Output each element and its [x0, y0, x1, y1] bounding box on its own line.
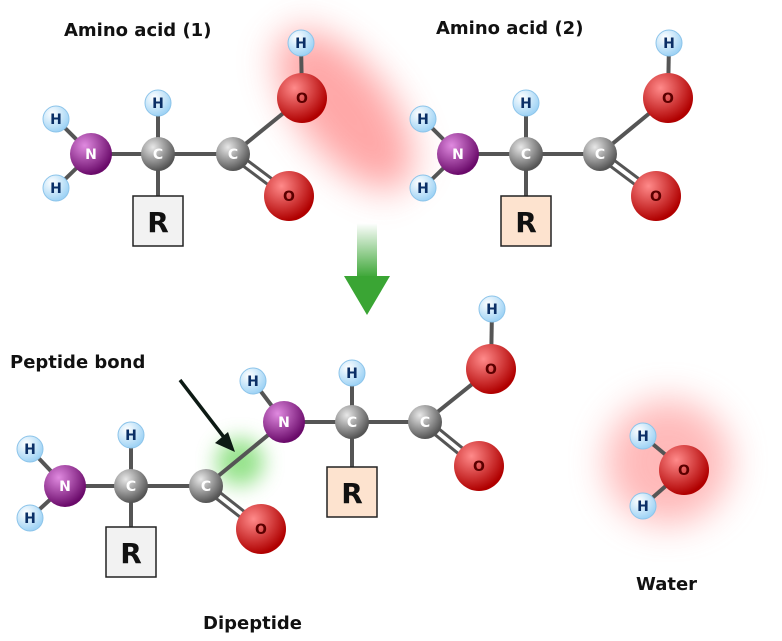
- oxygen-atom: O: [659, 445, 709, 495]
- hydrogen-symbol: H: [417, 181, 429, 197]
- nitrogen-symbol: N: [59, 479, 71, 495]
- oxygen-symbol: O: [662, 91, 674, 107]
- carbon-symbol: C: [420, 415, 430, 431]
- oxygen-atom: O: [277, 73, 327, 123]
- oxygen-atom: O: [264, 171, 314, 221]
- hydrogen-symbol: H: [152, 96, 164, 112]
- oxygen-symbol: O: [283, 189, 295, 205]
- water-label: Water: [636, 574, 698, 595]
- hydrogen-atom: H: [409, 174, 437, 202]
- oxygen-atom: O: [631, 171, 681, 221]
- hydrogen-atom: H: [629, 492, 657, 520]
- hydrogen-symbol: H: [637, 429, 649, 445]
- hydrogen-atom: H: [287, 29, 315, 57]
- nitrogen-atom: N: [437, 133, 479, 175]
- carbon-symbol: C: [521, 147, 531, 163]
- hydrogen-symbol: H: [50, 181, 62, 197]
- carbon-symbol: C: [347, 415, 357, 431]
- nitrogen-atom: N: [263, 401, 305, 443]
- oxygen-symbol: O: [485, 362, 497, 378]
- oxygen-symbol: O: [678, 463, 690, 479]
- carbon-symbol: C: [153, 147, 163, 163]
- nitrogen-atom: N: [70, 133, 112, 175]
- carbon-atom: C: [114, 469, 148, 503]
- carbon-atom: C: [335, 405, 369, 439]
- r-group-box: R: [105, 526, 157, 578]
- hydrogen-atom: H: [629, 422, 657, 450]
- r-group-symbol: R: [341, 477, 363, 510]
- oxygen-atom: O: [643, 73, 693, 123]
- oxygen-symbol: O: [296, 91, 308, 107]
- nitrogen-symbol: N: [85, 147, 97, 163]
- hydrogen-atom: H: [144, 89, 172, 117]
- r-group-symbol: R: [120, 537, 142, 570]
- carbon-atom: C: [509, 137, 543, 171]
- hydrogen-atom: H: [409, 105, 437, 133]
- oxygen-atom: O: [236, 504, 286, 554]
- hydrogen-atom: H: [338, 359, 366, 387]
- hydrogen-symbol: H: [417, 112, 429, 128]
- hydrogen-symbol: H: [663, 36, 675, 52]
- hydrogen-atom: H: [42, 174, 70, 202]
- dipeptide-label: Dipeptide: [203, 613, 302, 634]
- hydrogen-atom: H: [478, 295, 506, 323]
- hydrogen-atom: H: [16, 435, 44, 463]
- r-group-box: R: [500, 195, 552, 247]
- hydrogen-symbol: H: [125, 428, 137, 444]
- hydrogen-symbol: H: [520, 96, 532, 112]
- hydrogen-symbol: H: [24, 442, 36, 458]
- hydrogen-atom: H: [512, 89, 540, 117]
- hydrogen-atom: H: [655, 29, 683, 57]
- nitrogen-symbol: N: [452, 147, 464, 163]
- oxygen-symbol: O: [650, 189, 662, 205]
- carbon-atom: C: [216, 137, 250, 171]
- oxygen-atom: O: [454, 441, 504, 491]
- oxygen-symbol: O: [255, 522, 267, 538]
- carbon-atom: C: [583, 137, 617, 171]
- carbon-symbol: C: [595, 147, 605, 163]
- hydrogen-symbol: H: [295, 36, 307, 52]
- pointer-arrow-icon: [178, 378, 235, 452]
- hydrogen-symbol: H: [637, 499, 649, 515]
- carbon-symbol: C: [201, 479, 211, 495]
- carbon-atom: C: [141, 137, 175, 171]
- carbon-symbol: C: [228, 147, 238, 163]
- amino-acid-2-label: Amino acid (2): [436, 18, 584, 39]
- r-group-symbol: R: [515, 206, 537, 239]
- oxygen-atom: O: [466, 344, 516, 394]
- r-group-symbol: R: [147, 206, 169, 239]
- hydrogen-atom: H: [42, 105, 70, 133]
- hydrogen-atom: H: [239, 367, 267, 395]
- carbon-atom: C: [189, 469, 223, 503]
- hydrogen-symbol: H: [24, 511, 36, 527]
- nitrogen-symbol: N: [278, 415, 290, 431]
- hydrogen-symbol: H: [346, 366, 358, 382]
- peptide-bond-label: Peptide bond: [10, 352, 146, 373]
- hydrogen-atom: H: [117, 421, 145, 449]
- hydrogen-symbol: H: [247, 374, 259, 390]
- amino-acid-1-label: Amino acid (1): [64, 20, 212, 41]
- carbon-atom: C: [408, 405, 442, 439]
- reaction-arrow-icon: [344, 223, 390, 315]
- oxygen-symbol: O: [473, 459, 485, 475]
- r-group-box: R: [132, 195, 184, 247]
- nitrogen-atom: N: [44, 465, 86, 507]
- hydrogen-atom: H: [16, 504, 44, 532]
- hydrogen-symbol: H: [486, 302, 498, 318]
- water-elimination-glow: [276, 30, 414, 190]
- hydrogen-symbol: H: [50, 112, 62, 128]
- carbon-symbol: C: [126, 479, 136, 495]
- r-group-box: R: [326, 466, 378, 518]
